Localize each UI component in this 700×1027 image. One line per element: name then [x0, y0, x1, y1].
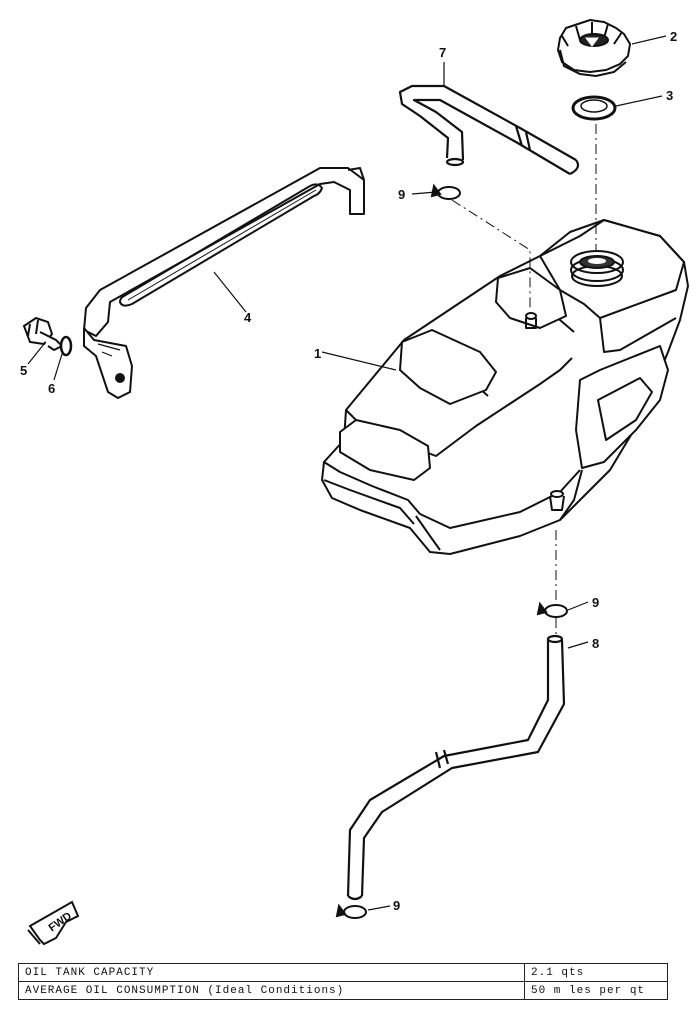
breather-hose [398, 84, 580, 175]
table-row: AVERAGE OIL CONSUMPTION (Ideal Condition… [18, 981, 668, 1000]
spec-label: AVERAGE OIL CONSUMPTION (Ideal Condition… [18, 981, 525, 1000]
cap-seal-ring [571, 95, 617, 121]
oil-feed-hose [346, 634, 566, 901]
lock-washer [59, 335, 73, 357]
filler-cap [556, 18, 632, 78]
callout-1: 1 [314, 346, 321, 361]
spec-value: 2.1 qts [524, 963, 668, 982]
callout-5: 5 [20, 363, 27, 378]
leader-lines [27, 35, 667, 911]
callout-9-lower: 9 [393, 898, 400, 913]
hose-clip-upper [430, 183, 461, 200]
assembly-centerlines [451, 124, 597, 634]
exploded-parts-diagram: 1 2 3 4 5 6 7 8 9 9 9 FWD [20, 18, 689, 946]
callout-4: 4 [244, 310, 252, 325]
forward-direction-arrow: FWD [27, 900, 80, 946]
specification-table: OIL TANK CAPACITY 2.1 qts AVERAGE OIL CO… [18, 963, 668, 1000]
table-row: OIL TANK CAPACITY 2.1 qts [18, 963, 668, 982]
callout-8: 8 [592, 636, 599, 651]
hose-clip-lower [335, 903, 367, 919]
callout-3: 3 [666, 88, 673, 103]
callout-7: 7 [439, 45, 446, 60]
callout-6: 6 [48, 381, 55, 396]
callout-9-upper: 9 [398, 187, 405, 202]
spec-value: 50 m les per qt [524, 981, 668, 1000]
callout-2: 2 [670, 29, 677, 44]
hose-clip-middle [536, 601, 568, 618]
spec-label: OIL TANK CAPACITY [18, 963, 525, 982]
callout-9-middle: 9 [592, 595, 599, 610]
oil-tank [321, 219, 689, 555]
mounting-bracket [83, 167, 365, 399]
